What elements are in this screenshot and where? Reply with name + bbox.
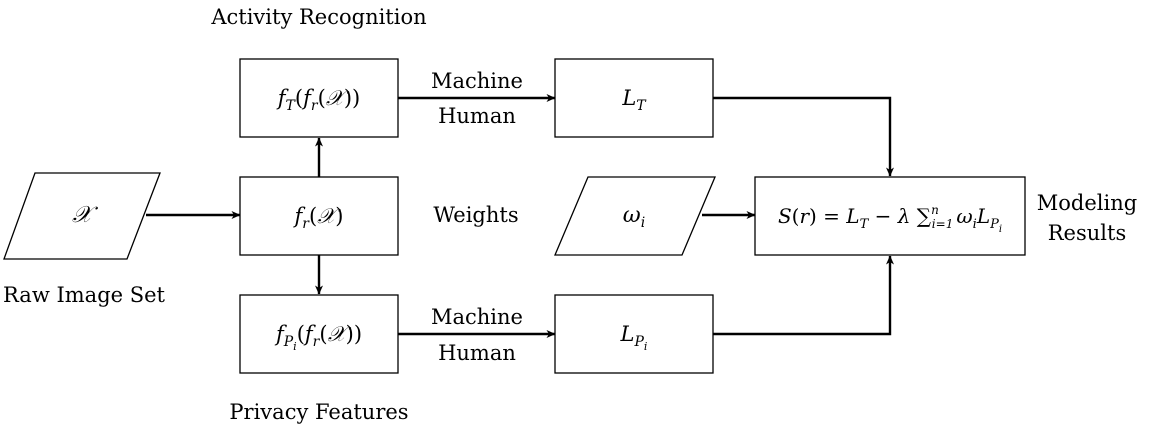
top-edge-label-machine: Machine bbox=[431, 69, 523, 93]
top-edge-label-human: Human bbox=[438, 104, 516, 128]
raw-image-set-label: Raw Image Set bbox=[3, 283, 166, 307]
privacy-features-title: Privacy Features bbox=[229, 400, 408, 424]
privacy-loss-symbol: LPi bbox=[620, 322, 648, 353]
weights-node: ωi bbox=[554, 176, 716, 256]
score-box bbox=[754, 176, 1026, 256]
activity-model-node: fT(fr(𝒳)) bbox=[239, 58, 399, 138]
representation-box bbox=[239, 176, 399, 256]
weights-parallelogram bbox=[554, 176, 716, 256]
edge-privacy-loss-to-score bbox=[713, 255, 894, 336]
representation-node: fr(𝒳) bbox=[239, 176, 399, 256]
weights-label: Weights bbox=[433, 203, 518, 227]
input-node: 𝒳 bbox=[3, 172, 161, 260]
input-parallelogram bbox=[3, 172, 161, 260]
modeling-results-label-line1: Modeling bbox=[1037, 191, 1137, 215]
bottom-edge-label-human: Human bbox=[438, 341, 516, 365]
weights-symbol: ωi bbox=[623, 203, 645, 231]
privacy-loss-node: LPi bbox=[554, 294, 714, 374]
activity-model-formula: fT(fr(𝒳)) bbox=[276, 86, 360, 114]
activity-loss-node: LT bbox=[554, 58, 714, 138]
privacy-model-formula: fPi(fr(𝒳)) bbox=[274, 322, 362, 353]
privacy-loss-box bbox=[554, 294, 714, 374]
modeling-results-label-line2: Results bbox=[1048, 221, 1126, 245]
privacy-model-box bbox=[239, 294, 399, 374]
activity-loss-symbol: LT bbox=[621, 86, 647, 114]
bottom-edge-label-machine: Machine bbox=[431, 305, 523, 329]
representation-formula: fr(𝒳) bbox=[293, 204, 344, 232]
edge-activity-loss-to-score bbox=[713, 96, 894, 177]
activity-recognition-title: Activity Recognition bbox=[210, 5, 426, 29]
privacy-model-node: fPi(fr(𝒳)) bbox=[239, 294, 399, 374]
